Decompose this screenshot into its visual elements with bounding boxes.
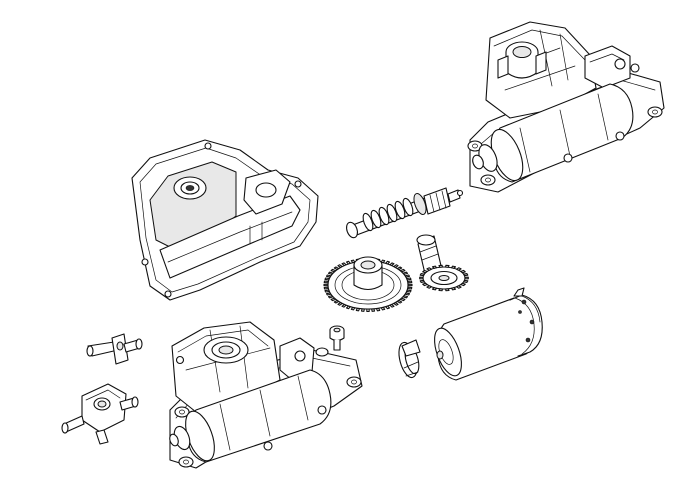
gear-tooth: [450, 265, 457, 269]
hex-screw: [329, 325, 345, 351]
gear-tooth: [450, 287, 457, 291]
gear-tooth: [422, 282, 428, 287]
gear-tooth: [445, 288, 450, 292]
gear-tooth: [456, 285, 462, 289]
gear-tooth: [407, 283, 413, 287]
motor-assembly-bottom: [169, 321, 363, 469]
pin-bracket-small: [86, 333, 143, 365]
gear-tooth: [460, 269, 466, 274]
gear-tooth: [438, 288, 443, 292]
gear-tooth: [463, 273, 469, 277]
worm-gear-coils: [362, 197, 414, 232]
motor-assembly-top-right: [467, 21, 665, 193]
gear-tooth: [460, 282, 466, 287]
gear-tooth: [419, 279, 425, 283]
gear-tooth: [431, 287, 438, 291]
large-spur-gear: [323, 256, 413, 312]
gear-tooth: [419, 273, 425, 277]
gear-tooth: [431, 265, 438, 269]
gear-tooth: [464, 276, 469, 280]
gear-tooth: [419, 276, 424, 280]
gear-tooth: [438, 264, 443, 268]
bearing-bushing: [398, 339, 421, 379]
bevel-pinion-gear: [416, 234, 469, 292]
gear-tooth: [445, 264, 450, 268]
gear-tooth: [463, 279, 469, 283]
gear-tooth: [426, 267, 432, 271]
gear-tooth: [426, 285, 432, 289]
gear-tooth: [323, 283, 329, 287]
gear-tooth: [422, 269, 428, 274]
gear-tooth: [456, 267, 462, 271]
worm-shaft: [346, 187, 464, 239]
gearbox-cover-open: [131, 139, 319, 301]
dc-motor: [434, 287, 543, 381]
clip-bracket: [61, 383, 139, 445]
